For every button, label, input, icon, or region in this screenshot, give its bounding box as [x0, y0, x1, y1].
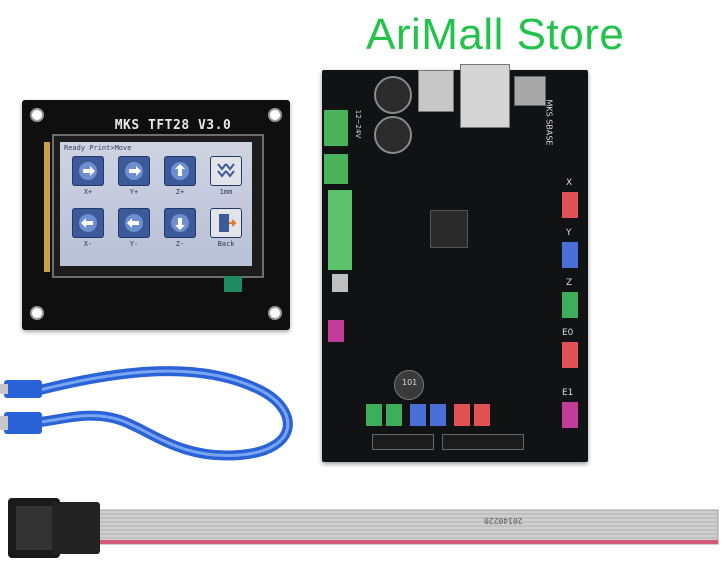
endstop-connector: [454, 404, 470, 426]
pin-header: [372, 434, 434, 450]
magenta-connector: [328, 320, 344, 342]
inductor-label: 101: [402, 378, 418, 387]
usb-port: [418, 70, 454, 112]
capacitor: [374, 116, 412, 154]
terminal-block: [328, 190, 352, 270]
mks-mainboard: MKS SBASE 12~24V 101 X Y Z E0 E1: [322, 64, 588, 462]
step-size-button[interactable]: [210, 156, 242, 186]
back-door-icon: [219, 214, 237, 232]
usb-cable: [0, 366, 293, 461]
axis-label: E1: [562, 388, 574, 398]
axis-label: X: [566, 178, 573, 188]
e1-connector: [562, 402, 578, 428]
mcu-chip: [430, 210, 468, 248]
move-x-plus-button[interactable]: [72, 156, 104, 186]
axis-label: Z: [566, 278, 573, 288]
move-y-plus-button[interactable]: [118, 156, 150, 186]
terminal-block: [324, 154, 348, 184]
tft-model-label: MKS TFT28 V3.0: [114, 118, 232, 133]
mount-hole: [30, 108, 44, 122]
tile-label: X+: [83, 188, 93, 196]
sd-card-slot: [514, 76, 546, 106]
arrow-left-icon: [125, 214, 143, 232]
tile-label: Y+: [129, 188, 139, 196]
endstop-connector: [366, 404, 382, 426]
touchscreen: Ready Print>Move X+ Y+ Z+ 1mm X-: [60, 142, 252, 266]
endstop-connector: [386, 404, 402, 426]
tile-label: Z+: [175, 188, 185, 196]
tile-label: X-: [83, 240, 93, 248]
endstop-connector: [474, 404, 490, 426]
tile-label: 1mm: [219, 188, 233, 196]
tile-label: Z-: [175, 240, 185, 248]
screen-breadcrumb: Ready Print>Move: [64, 144, 132, 152]
move-x-minus-button[interactable]: [72, 208, 104, 238]
endstop-connector: [410, 404, 426, 426]
power-terminal: [324, 110, 348, 146]
board-brand-label: MKS SBASE: [544, 99, 554, 146]
axis-label: E0: [562, 328, 574, 338]
mount-hole: [268, 306, 282, 320]
ribbon-cable: [8, 498, 719, 558]
inductor: [394, 370, 424, 400]
back-button[interactable]: [210, 208, 242, 238]
tile-label: Back: [217, 240, 235, 248]
pin-header: [442, 434, 524, 450]
screen-flex-cable: [44, 142, 50, 272]
step-size-icon: [217, 163, 235, 178]
mount-hole: [30, 306, 44, 320]
z-axis-connector: [562, 292, 578, 318]
arrow-right-icon: [125, 162, 143, 180]
tile-label: Y-: [129, 240, 139, 248]
arrow-left-icon: [79, 214, 97, 232]
store-title: AriMall Store: [366, 10, 625, 59]
move-z-plus-button[interactable]: [164, 156, 196, 186]
arrow-right-icon: [79, 162, 97, 180]
move-y-minus-button[interactable]: [118, 208, 150, 238]
mount-hole: [268, 108, 282, 122]
touchscreen-frame: Ready Print>Move X+ Y+ Z+ 1mm X-: [52, 134, 264, 278]
move-z-minus-button[interactable]: [164, 208, 196, 238]
axis-label: Y: [566, 228, 572, 238]
endstop-connector: [430, 404, 446, 426]
tft-display-module: MKS TFT28 V3.0 Ready Print>Move X+ Y+ Z+…: [22, 100, 290, 330]
power-label: 12~24V: [354, 109, 363, 139]
ribbon-code: 20140220: [484, 516, 523, 525]
y-axis-connector: [562, 242, 578, 268]
e0-connector: [562, 342, 578, 368]
ethernet-port: [460, 64, 510, 128]
arrow-down-icon: [171, 214, 189, 232]
tft-connector: [224, 276, 242, 292]
capacitor: [374, 76, 412, 114]
x-axis-connector: [562, 192, 578, 218]
connector: [332, 274, 348, 292]
arrow-up-icon: [171, 162, 189, 180]
